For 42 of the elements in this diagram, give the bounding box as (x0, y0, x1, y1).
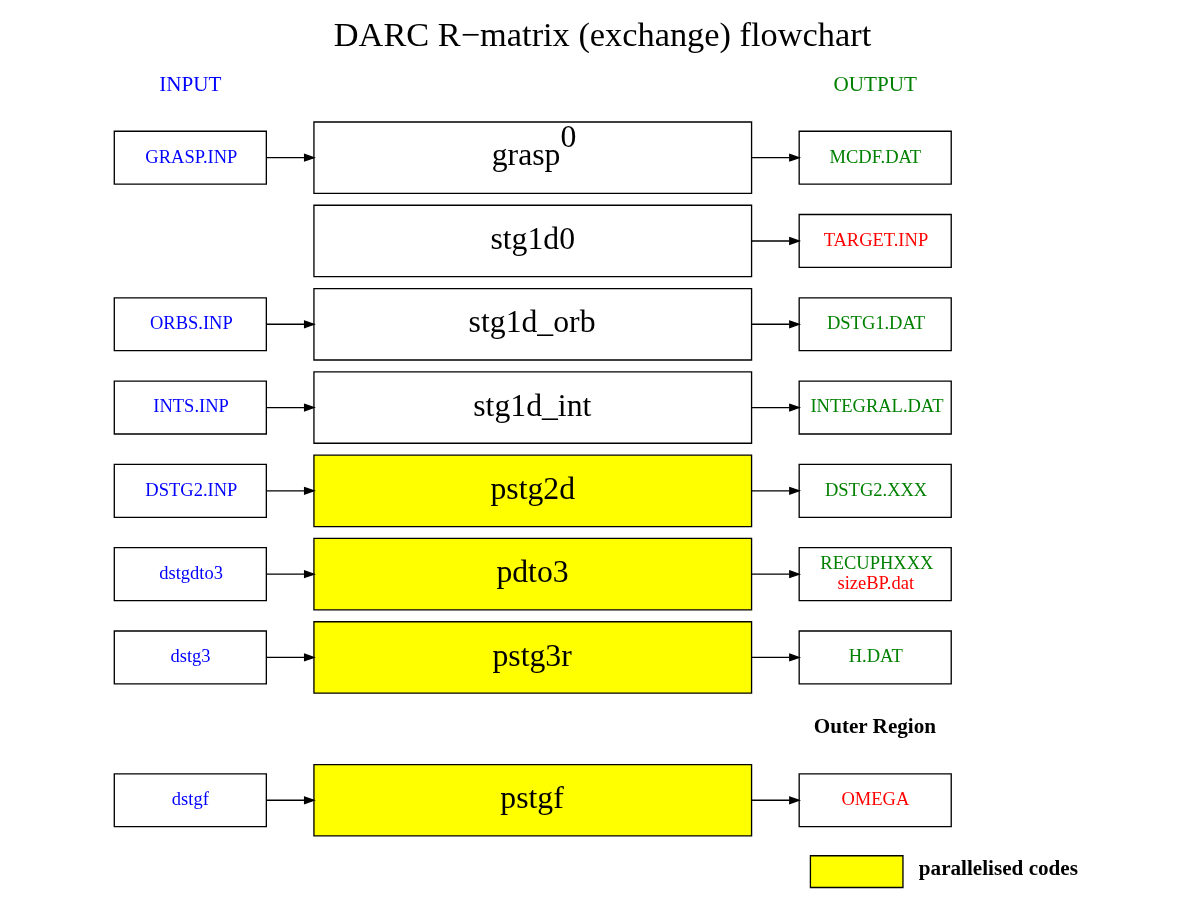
node-box: stg1d_orb (312, 287, 752, 361)
label: INPUT (158, 72, 221, 97)
node-box: dstg3 (113, 630, 267, 685)
arrow (750, 236, 801, 246)
arrow (265, 486, 316, 496)
node-box: pstg2d (312, 454, 752, 528)
node-box: dstgf (113, 773, 267, 828)
node-box: DSTG1.DAT (798, 297, 952, 352)
node-box: MCDF.DAT (798, 130, 952, 185)
arrow (265, 320, 316, 329)
arrow (750, 320, 801, 329)
node-box: DSTG2.INP (113, 463, 267, 518)
arrow (265, 570, 316, 579)
arrow (750, 153, 801, 162)
legend-label: parallelised codes (918, 856, 1078, 881)
arrow (265, 403, 316, 412)
node-box: GRASP.INP (113, 130, 267, 185)
arrow (265, 796, 316, 805)
arrow (265, 653, 316, 662)
node-box: stg1d_int (312, 371, 752, 444)
arrow (750, 403, 801, 412)
node-box: ORBS.INP (113, 297, 267, 352)
arrow (265, 153, 316, 162)
arrow (750, 796, 801, 805)
node-box: DSTG2.XXX (798, 463, 952, 518)
node-box: INTEGRAL.DAT (798, 380, 952, 435)
label: Outer Region (813, 713, 936, 738)
label: OUTPUT (833, 72, 917, 97)
node-box: dstgdto3 (113, 547, 267, 602)
node-box: H.DAT (798, 630, 952, 685)
arrow (750, 653, 801, 662)
node-box: RECUPHXXX sizeBP.dat (798, 547, 952, 602)
node-box: OMEGA (798, 773, 952, 828)
node-box: pstg3r (312, 621, 752, 694)
arrow (750, 570, 801, 579)
node-box: INTS.INP (113, 380, 267, 435)
node-box: TARGET.INP (798, 213, 952, 269)
diagram-title: DARC R−matrix (exchange) flowchart (333, 15, 871, 54)
node-box: pstgf (312, 763, 752, 837)
arrow (750, 486, 801, 496)
node-box: pdto3 (312, 537, 752, 611)
node-box: stg1d0 (312, 204, 752, 278)
